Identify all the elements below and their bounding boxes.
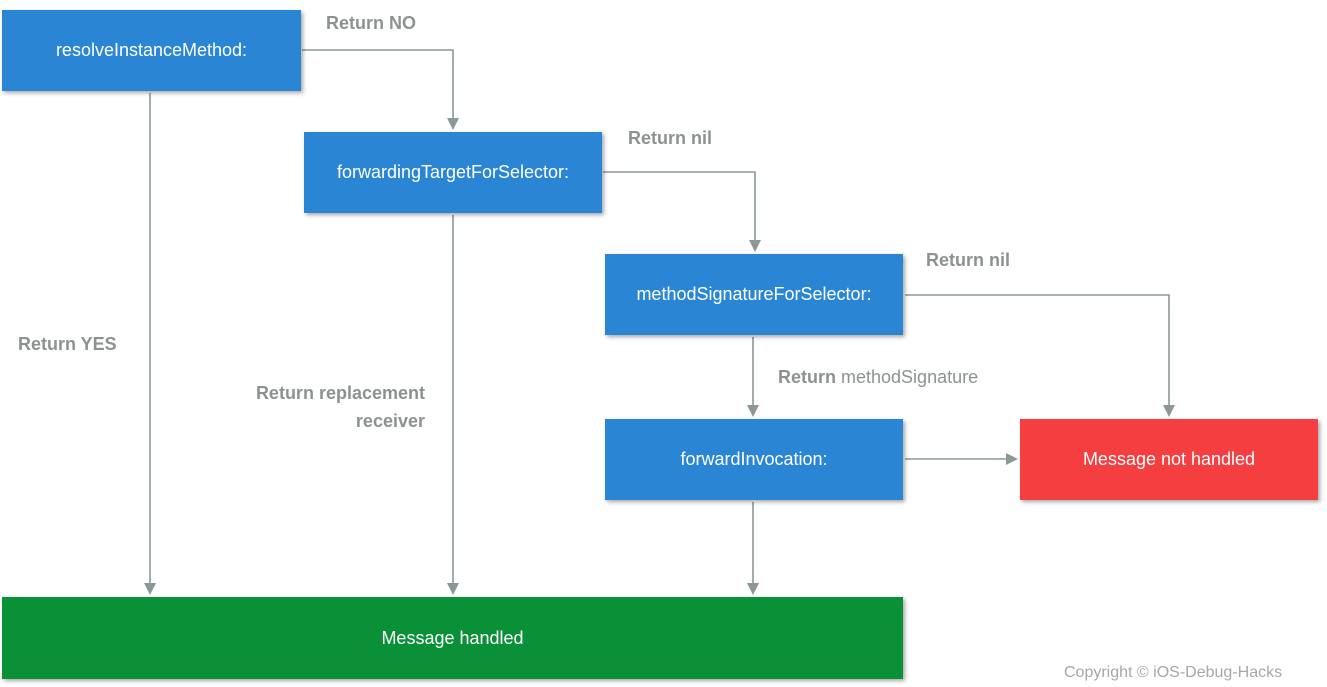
label-return-no: Return NO [326, 13, 416, 33]
label-return-replacement-line1: Return replacement [255, 383, 425, 403]
label-return-method-signature: Return methodSignature [778, 367, 978, 388]
resolve-instance-method-label: resolveInstanceMethod: [55, 40, 248, 60]
label-return-replacement-line2: receiver [355, 411, 425, 431]
label-return-method-signature-bold: Return [778, 367, 836, 387]
edge-resolve-to-forwarding-target [302, 49, 459, 130]
copyright-text: Copyright © iOS-Debug-Hacks [1064, 664, 1283, 681]
forward-invocation-node: forwardInvocation: [605, 419, 903, 500]
forwarding-target-label: forwardingTargetForSelector: [336, 162, 570, 182]
label-target-return-nil: Return nil [628, 128, 712, 148]
edge-signature-to-not-handled [905, 294, 1175, 417]
edge-forwarding-target-to-signature [603, 171, 761, 252]
message-handled-label: Message handled [381, 627, 524, 648]
label-return-yes: Return YES [18, 334, 117, 354]
resolve-instance-method-node: resolveInstanceMethod: [2, 10, 301, 91]
message-not-handled-label: Message not handled [1082, 449, 1256, 469]
label-return-replacement: Return replacement receiver [225, 379, 425, 435]
label-return-method-signature-rest: methodSignature [841, 367, 979, 387]
method-signature-node: methodSignatureForSelector: [605, 254, 903, 335]
message-not-handled-node: Message not handled [1020, 419, 1318, 500]
forwarding-target-node: forwardingTargetForSelector: [304, 132, 602, 213]
forward-invocation-label: forwardInvocation: [680, 449, 828, 469]
label-signature-return-nil: Return nil [926, 250, 1010, 270]
message-handled-node: Message handled [2, 597, 903, 679]
method-signature-label: methodSignatureForSelector: [636, 284, 872, 304]
